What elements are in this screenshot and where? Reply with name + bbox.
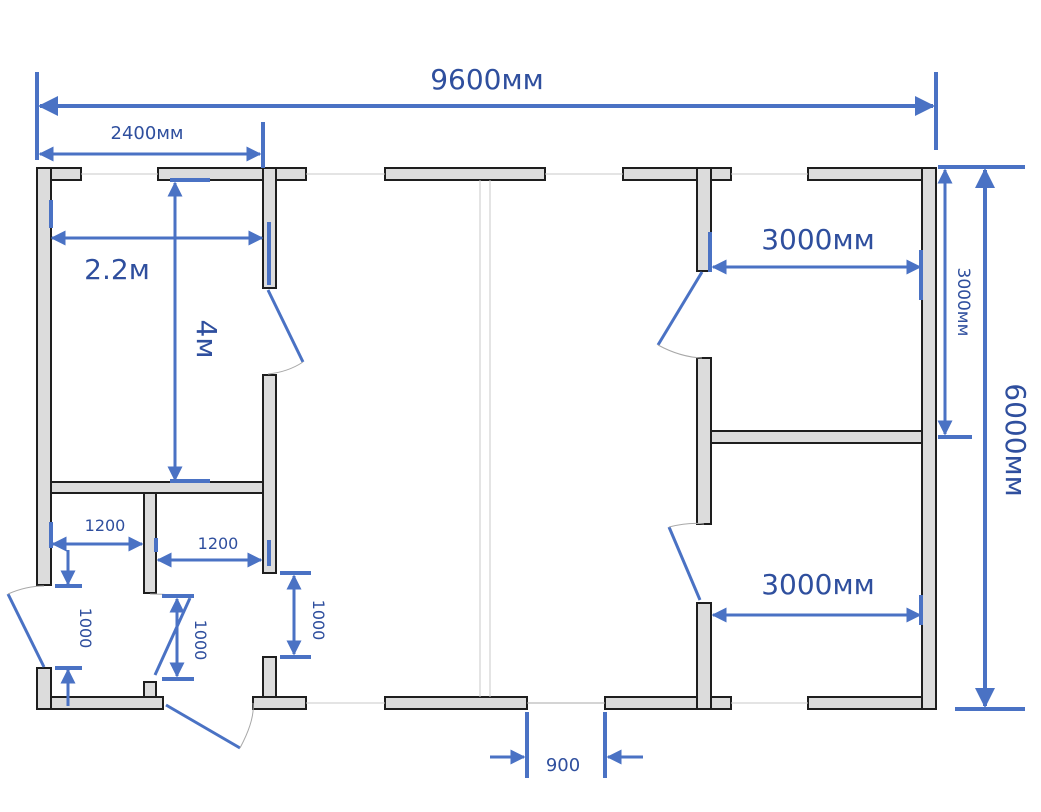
label-right-room-width-bottom: 3000мм <box>761 568 875 601</box>
wall-bottom-5 <box>807 696 937 710</box>
wall-right-rooms-upper <box>696 167 712 272</box>
label-door-mid-height: 1000 <box>191 620 210 661</box>
label-total-width: 9600мм <box>430 63 544 96</box>
wall-bottom-4 <box>604 696 732 710</box>
label-left-room-height: 4м <box>190 320 223 359</box>
label-small-room-1-width: 1200 <box>85 516 126 535</box>
wall-left-room-bottom <box>50 481 264 494</box>
wall-left-upper <box>36 167 52 586</box>
label-door-left-height: 1000 <box>76 608 95 649</box>
label-left-room-inner-width: 2.2м <box>84 253 150 286</box>
label-total-height: 6000мм <box>999 383 1032 497</box>
label-small-room-2-width: 1200 <box>198 534 239 553</box>
label-left-room-width: 2400мм <box>111 123 184 144</box>
wall-top-3 <box>384 167 546 181</box>
windows <box>81 173 808 704</box>
label-door-right-height: 1000 <box>309 600 328 641</box>
wall-bottom-3 <box>384 696 528 710</box>
wall-right-rooms-middle <box>696 357 712 525</box>
wall-top-5 <box>807 167 937 181</box>
label-right-room-width-top: 3000мм <box>761 223 875 256</box>
wall-right <box>921 167 937 710</box>
wall-small-room-stub-right <box>262 656 277 698</box>
wall-small-room-stub-left <box>143 681 157 698</box>
dimension-lines <box>35 72 1025 778</box>
wall-right-rooms-lower <box>696 602 712 710</box>
wall-left-lower <box>36 667 52 710</box>
doors <box>6 271 705 750</box>
wall-top-4 <box>622 167 732 181</box>
label-door-bottom-width: 900 <box>546 755 580 776</box>
wall-bottom-1 <box>36 696 164 710</box>
dimension-labels: 9600мм 2400мм 2.2м 4м 3000мм 3000мм 6000… <box>76 63 1032 776</box>
wall-bottom-2 <box>252 696 307 710</box>
wall-right-rooms-divider <box>710 430 923 444</box>
label-right-room-height-top: 3000мм <box>953 268 973 337</box>
wall-left-room-partition-lower <box>262 374 277 574</box>
